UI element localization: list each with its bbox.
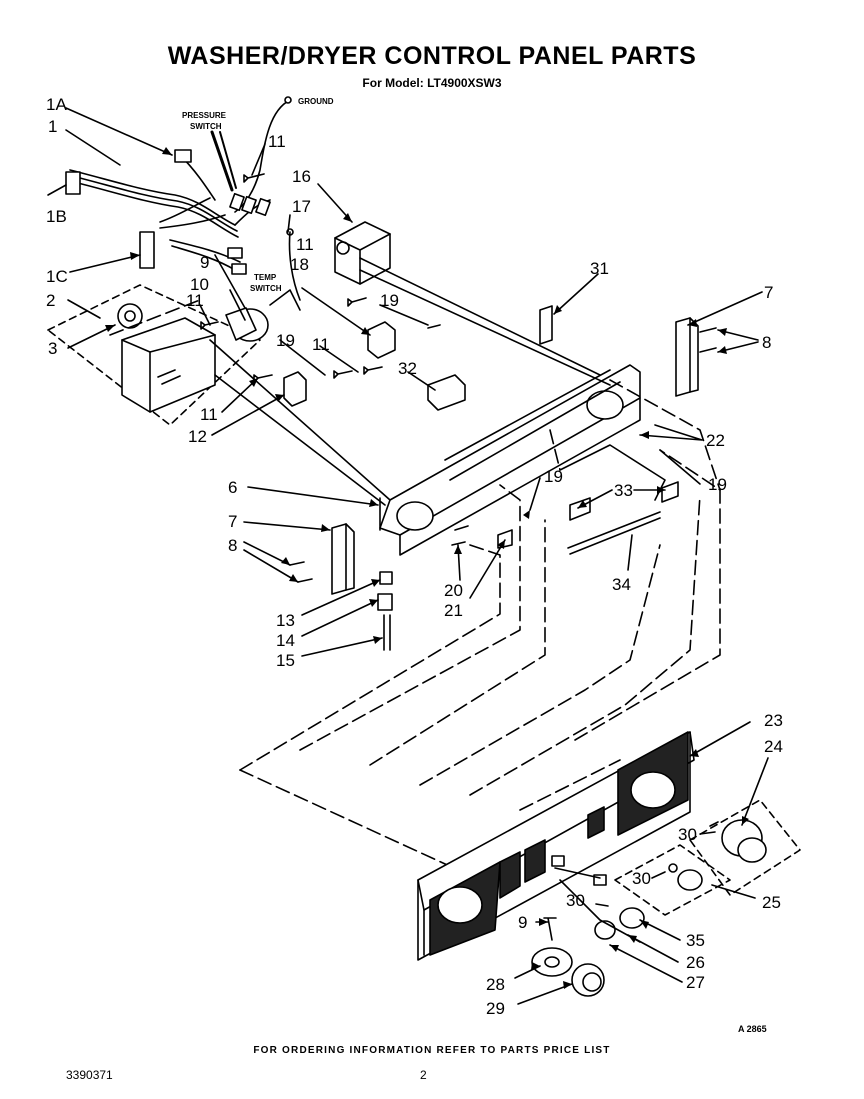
- part-label: 15: [276, 651, 295, 670]
- part-label: 22: [706, 431, 725, 450]
- part-label: 30: [566, 891, 585, 910]
- knob-25-group: [614, 844, 731, 916]
- document-number: 3390371: [66, 1068, 113, 1082]
- part-label: 19: [380, 291, 399, 310]
- post-assembly: [377, 571, 393, 651]
- part-label: 8: [762, 333, 771, 352]
- part-label: 16: [292, 167, 311, 186]
- part-label: 23: [764, 711, 783, 730]
- wiring-harness: [65, 96, 292, 275]
- part-label: 9: [200, 253, 209, 272]
- part-label: 34: [612, 575, 631, 594]
- part-label: 3: [48, 339, 57, 358]
- part-label: 7: [228, 512, 237, 531]
- part-label: 6: [228, 478, 237, 497]
- part-label: 2: [46, 291, 55, 310]
- bracket-12: [283, 371, 307, 407]
- ground-label: GROUND: [298, 97, 334, 106]
- part-label: 19: [276, 331, 295, 350]
- part-label: 20: [444, 581, 463, 600]
- part-label: 1A: [46, 95, 67, 114]
- part-label: 18: [290, 255, 309, 274]
- part-label: 24: [764, 737, 783, 756]
- timer-assembly: [47, 284, 261, 426]
- part-label: 1B: [46, 207, 67, 226]
- part-label: 32: [398, 359, 417, 378]
- temp-switch-label-2: SWITCH: [250, 284, 282, 293]
- knob-28-29: [531, 947, 605, 997]
- page-title: WASHER/DRYER CONTROL PANEL PARTS: [167, 42, 697, 70]
- part-label: 35: [686, 931, 705, 950]
- part-label: 14: [276, 631, 295, 650]
- part-label: 29: [486, 999, 505, 1018]
- console-frame: [379, 364, 641, 556]
- end-bracket-left: [289, 523, 355, 595]
- screws: [200, 173, 441, 383]
- part-label: 11: [186, 291, 204, 310]
- part-label: 13: [276, 611, 295, 630]
- pressure-switch-label-1: PRESSURE: [182, 111, 227, 120]
- part-label: 12: [188, 427, 207, 446]
- temp-switch-label-1: TEMP: [254, 273, 277, 282]
- part-label: 9: [518, 913, 527, 932]
- part-label: 30: [632, 869, 651, 888]
- part-label: 30: [678, 825, 697, 844]
- ordering-footer: FOR ORDERING INFORMATION REFER TO PARTS …: [253, 1045, 611, 1056]
- part-label: 27: [686, 973, 705, 992]
- page-number: 2: [420, 1068, 427, 1082]
- part-label: 10: [190, 275, 209, 294]
- part-label: 11: [296, 235, 314, 254]
- part-label: 8: [228, 536, 237, 555]
- part-label: 26: [686, 953, 705, 972]
- part-label: 33: [614, 481, 633, 500]
- knob-24: [689, 799, 801, 896]
- part-label: 11: [268, 132, 286, 151]
- part-label: 19: [708, 475, 727, 494]
- leader-lines: [47, 107, 769, 1005]
- console-panel: [417, 731, 695, 961]
- part-label: 17: [292, 197, 311, 216]
- part-label: 21: [444, 601, 463, 620]
- part-label: 11: [200, 405, 218, 424]
- part-label: 1: [48, 117, 57, 136]
- part-label: 19: [544, 467, 563, 486]
- temp-switch-part: [225, 289, 301, 342]
- end-bracket-right: [675, 317, 717, 397]
- part-label: 7: [764, 283, 773, 302]
- relay-16: [334, 221, 391, 285]
- arrowheads: [105, 147, 749, 989]
- part-label: 28: [486, 975, 505, 994]
- model-subtitle: For Model: LT4900XSW3: [362, 76, 502, 90]
- part-label: 31: [590, 259, 609, 278]
- part-label: 25: [762, 893, 781, 912]
- part-label: 11: [312, 335, 330, 354]
- pressure-switch-label-2: SWITCH: [190, 122, 222, 131]
- part-label: 1C: [46, 267, 68, 286]
- art-code: A 2865: [738, 1024, 767, 1034]
- dashed-guide-lines: [109, 299, 721, 881]
